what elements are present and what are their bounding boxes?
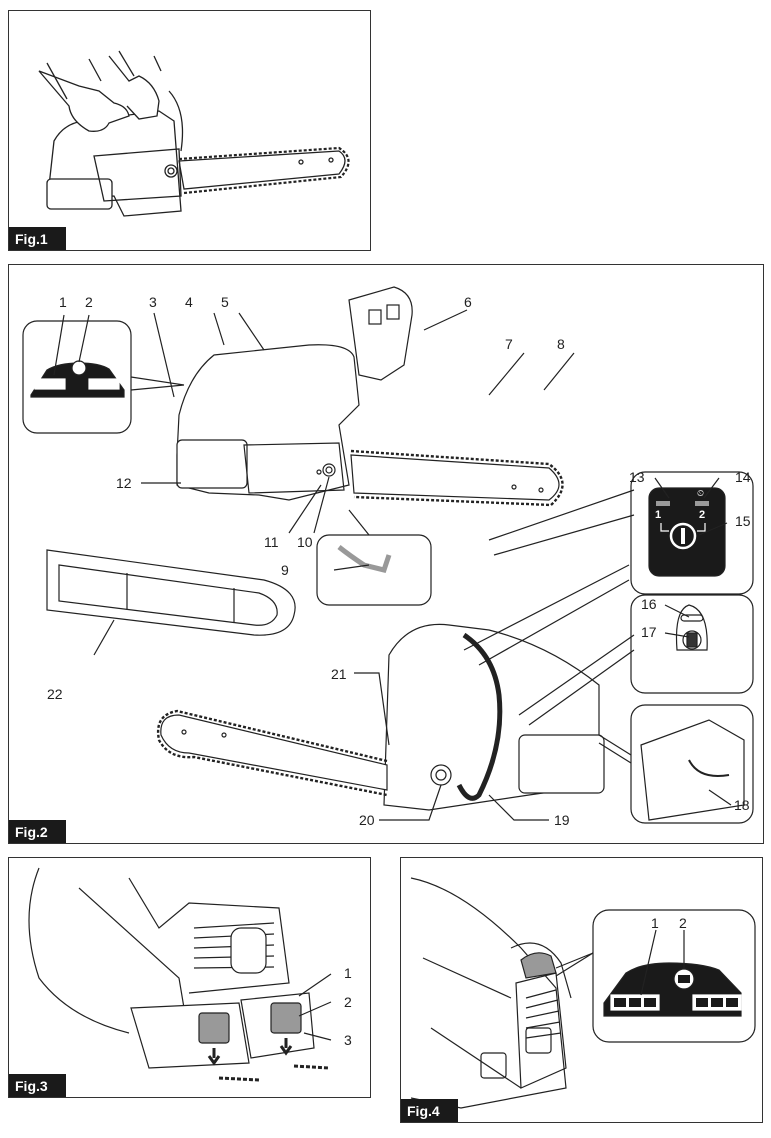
callout-14: 14 xyxy=(735,469,751,485)
callout-11: 11 xyxy=(264,534,279,550)
figure-label: Fig.3 xyxy=(9,1074,66,1097)
callout-16: 16 xyxy=(641,596,657,612)
callout-2: 2 xyxy=(85,294,93,310)
callout-18: 18 xyxy=(734,797,750,813)
callout-1: 1 xyxy=(344,965,352,981)
figure-2: 1 2 3 4 5 6 7 8 9 10 11 12 13 14 15 1 2 … xyxy=(8,264,764,844)
callout-3: 3 xyxy=(149,294,157,310)
figure-label: Fig.2 xyxy=(9,820,66,843)
chainsaw-parts-illustration xyxy=(22,286,754,824)
callout-8: 8 xyxy=(557,336,565,352)
switch-mode-1: 1 xyxy=(655,509,662,521)
callout-4: 4 xyxy=(185,294,193,310)
figure-label: Fig.4 xyxy=(401,1099,458,1122)
figure-4: 1 2 Fig.4 xyxy=(400,857,763,1123)
callout-19: 19 xyxy=(554,812,570,828)
chainsaw-hands-illustration xyxy=(38,50,350,217)
callout-2: 2 xyxy=(344,994,352,1010)
callout-10: 10 xyxy=(297,534,313,550)
callout-9: 9 xyxy=(281,562,289,578)
callout-21: 21 xyxy=(331,666,347,682)
callout-3: 3 xyxy=(344,1032,352,1048)
callout-22: 22 xyxy=(47,686,63,702)
callout-15: 15 xyxy=(735,513,751,529)
callout-6: 6 xyxy=(464,294,472,310)
figure-3: 1 2 3 Fig.3 xyxy=(8,857,371,1098)
callout-5: 5 xyxy=(221,294,229,310)
callout-1: 1 xyxy=(59,294,67,310)
callout-13: 13 xyxy=(629,469,645,485)
switch-mode-2: 2 xyxy=(699,509,706,521)
figure-label: Fig.1 xyxy=(9,227,66,250)
battery-removal-illustration xyxy=(28,867,332,1082)
callout-17: 17 xyxy=(641,624,657,640)
callout-2: 2 xyxy=(679,915,687,931)
callout-1: 1 xyxy=(651,915,659,931)
callout-7: 7 xyxy=(505,336,513,352)
timer-icon: ⏲ xyxy=(697,488,705,498)
figure-1: Fig.1 xyxy=(8,10,371,251)
callout-20: 20 xyxy=(359,812,375,828)
callout-12: 12 xyxy=(116,475,132,491)
battery-indicator-illustration xyxy=(410,877,756,1109)
